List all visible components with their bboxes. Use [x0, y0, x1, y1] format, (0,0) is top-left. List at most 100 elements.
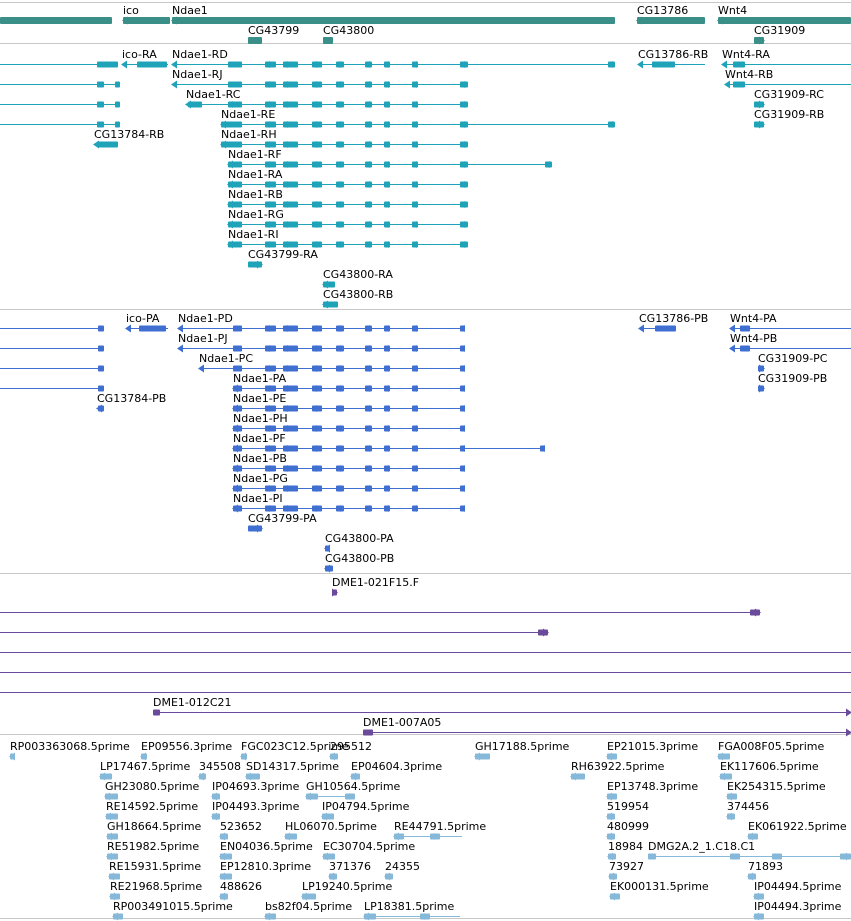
feature-ndae1-pc[interactable]: Ndae1-PC	[198, 352, 465, 373]
feature-ndae1-pg[interactable]: Ndae1-PG	[232, 472, 465, 493]
feature-ek000131-5prime[interactable]: EK000131.5prime	[609, 880, 709, 901]
feature-ep09556-3prime[interactable]: EP09556.3prime	[140, 740, 232, 761]
feature-374456[interactable]: 374456	[726, 800, 769, 821]
feature-ndae1-pf[interactable]: Ndae1-PF	[232, 432, 545, 453]
feature-cg43800-pa[interactable]: CG43800-PA	[324, 532, 394, 553]
feature-ek117606-5prime[interactable]: EK117606.5prime	[719, 760, 819, 781]
feature-feature-1-0-0[interactable]	[0, 61, 118, 68]
feature-519954[interactable]: 519954	[606, 800, 649, 821]
feature-24355[interactable]: 24355	[384, 860, 420, 881]
feature-wnt4-pa[interactable]: Wnt4-PA	[729, 312, 851, 333]
feature-ec30704-5prime[interactable]: EC30704.5prime	[322, 840, 415, 861]
feature-dmg2a-2-1-c18-c1[interactable]: DMG2A.2_1.C18.C1	[648, 840, 851, 861]
feature-ndae1-pj[interactable]: Ndae1-PJ	[177, 332, 465, 353]
feature-re14592-5prime[interactable]: RE14592.5prime	[105, 800, 198, 821]
feature-ndae1-ra[interactable]: Ndae1-RA	[227, 168, 468, 189]
feature-cg31909-pb[interactable]: CG31909-PB	[758, 372, 827, 393]
feature-feature-2-1-0[interactable]	[0, 345, 104, 352]
feature-ndae1-rc[interactable]: Ndae1-RC	[185, 88, 468, 109]
feature-cg13786[interactable]: CG13786	[636, 4, 705, 25]
feature-wnt4[interactable]: Wnt4	[717, 4, 851, 25]
feature-ndae1-re[interactable]: Ndae1-RE	[220, 108, 615, 129]
feature-ndae1-rh[interactable]: Ndae1-RH	[220, 128, 468, 149]
feature-ndae1[interactable]: Ndae1	[171, 4, 615, 25]
feature-18984[interactable]: 18984	[607, 840, 643, 861]
feature-ip04494-3prime[interactable]: IP04494.3prime	[753, 900, 842, 921]
feature-rh63922-5prime[interactable]: RH63922.5prime	[570, 760, 665, 781]
feature-cg43800-ra[interactable]: CG43800-RA	[322, 268, 393, 289]
feature-ndae1-rb[interactable]: Ndae1-RB	[227, 188, 468, 209]
feature-ip04693-3prime[interactable]: IP04693.3prime	[211, 780, 300, 801]
feature-en04036-5prime[interactable]: EN04036.5prime	[219, 840, 313, 861]
feature-ndae1-ph[interactable]: Ndae1-PH	[232, 412, 465, 433]
feature-sd14317-5prime[interactable]: SD14317.5prime	[245, 760, 339, 781]
feature-cg31909[interactable]: CG31909	[754, 24, 805, 45]
feature-ep13748-3prime[interactable]: EP13748.3prime	[606, 780, 698, 801]
feature-cg43800[interactable]: CG43800	[323, 24, 374, 44]
feature-371376[interactable]: 371376	[328, 860, 371, 881]
feature-488626[interactable]: 488626	[219, 880, 262, 901]
feature-cg13786-pb[interactable]: CG13786-PB	[638, 312, 708, 333]
feature-feature-1-1-0[interactable]	[0, 81, 120, 88]
feature-re51982-5prime[interactable]: RE51982.5prime	[106, 840, 199, 861]
feature-wnt4-rb[interactable]: Wnt4-RB	[724, 68, 851, 89]
feature-lp17467-5prime[interactable]: LP17467.5prime	[99, 760, 191, 781]
feature-feature-3-1-0[interactable]	[0, 608, 761, 617]
feature-cg43800-pb[interactable]: CG43800-PB	[324, 552, 394, 573]
feature-295512[interactable]: 295512	[329, 740, 372, 761]
feature-gh18664-5prime[interactable]: GH18664.5prime	[106, 820, 202, 841]
feature-ndae1-pi[interactable]: Ndae1-PI	[232, 492, 465, 513]
feature-cg43799[interactable]: CG43799	[248, 24, 299, 44]
feature-ndae1-pa[interactable]: Ndae1-PA	[232, 372, 465, 393]
feature-rp003491015-5prime[interactable]: RP003491015.5prime	[112, 900, 233, 921]
feature-re44791-5prime[interactable]: RE44791.5prime	[393, 820, 486, 841]
feature-cg31909-pc[interactable]: CG31909-PC	[758, 352, 828, 373]
feature-lp18381-5prime[interactable]: LP18381.5prime	[363, 900, 460, 921]
feature-dme1-021f15-f[interactable]: DME1-021F15.F	[332, 576, 419, 597]
feature-cg43799-pa[interactable]: CG43799-PA	[248, 512, 317, 533]
feature-feature-1-2-0[interactable]	[0, 101, 120, 108]
feature-re15931-5prime[interactable]: RE15931.5prime	[108, 860, 201, 881]
feature-dme1-007a05[interactable]: DME1-007A05	[363, 716, 851, 737]
feature-feature-1-3-0[interactable]	[0, 121, 120, 128]
feature-feature-2-0-0[interactable]	[0, 325, 104, 332]
feature-ep04604-3prime[interactable]: EP04604.3prime	[350, 760, 442, 781]
feature-feature-2-3-0[interactable]	[0, 385, 104, 392]
feature-ico-ra[interactable]: ico-RA	[121, 48, 168, 69]
feature-re21968-5prime[interactable]: RE21968.5prime	[109, 880, 202, 901]
feature-feature-3-2-0[interactable]	[0, 628, 549, 637]
feature-ek254315-5prime[interactable]: EK254315.5prime	[726, 780, 826, 801]
feature-71893[interactable]: 71893	[747, 860, 783, 881]
feature-fgc023c12-5prime[interactable]: FGC023C12.5prime	[240, 740, 349, 761]
feature-lp19240-5prime[interactable]: LP19240.5prime	[301, 880, 393, 901]
feature-ip04493-3prime[interactable]: IP04493.3prime	[211, 800, 300, 821]
feature-cg31909-rc[interactable]: CG31909-RC	[754, 88, 824, 109]
feature-ndae1-pb[interactable]: Ndae1-PB	[232, 452, 465, 473]
feature-rp003363068-5prime[interactable]: RP003363068.5prime	[9, 740, 130, 761]
feature-ndae1-rj[interactable]: Ndae1-RJ	[171, 68, 468, 89]
feature-feature-0-0-4[interactable]	[0, 17, 112, 24]
feature-ndae1-ri[interactable]: Ndae1-RI	[227, 228, 468, 249]
feature-gh17188-5prime[interactable]: GH17188.5prime	[474, 740, 570, 761]
feature-bs82f04-5prime[interactable]: bs82f04.5prime	[264, 900, 352, 921]
feature-cg43799-ra[interactable]: CG43799-RA	[248, 248, 318, 269]
feature-ip04794-5prime[interactable]: IP04794.5prime	[321, 800, 410, 821]
feature-ndae1-pe[interactable]: Ndae1-PE	[232, 392, 465, 413]
feature-wnt4-ra[interactable]: Wnt4-RA	[721, 48, 851, 69]
feature-ep21015-3prime[interactable]: EP21015.3prime	[606, 740, 698, 761]
feature-cg13784-pb[interactable]: CG13784-PB	[96, 392, 166, 413]
feature-ep12810-3prime[interactable]: EP12810.3prime	[219, 860, 311, 881]
feature-ndae1-rf[interactable]: Ndae1-RF	[227, 148, 552, 169]
feature-gh10564-5prime[interactable]: GH10564.5prime	[305, 780, 401, 801]
feature-cg43800-rb[interactable]: CG43800-RB	[322, 288, 393, 309]
feature-fga008f05-5prime[interactable]: FGA008F05.5prime	[717, 740, 824, 761]
feature-480999[interactable]: 480999	[606, 820, 649, 841]
feature-cg31909-rb[interactable]: CG31909-RB	[754, 108, 824, 129]
feature-dme1-012c21[interactable]: DME1-012C21	[153, 696, 851, 717]
feature-wnt4-pb[interactable]: Wnt4-PB	[729, 332, 851, 353]
feature-ico-pa[interactable]: ico-PA	[125, 312, 168, 333]
feature-hl06070-5prime[interactable]: HL06070.5prime	[284, 820, 377, 841]
feature-cg13786-rb[interactable]: CG13786-RB	[637, 48, 708, 69]
